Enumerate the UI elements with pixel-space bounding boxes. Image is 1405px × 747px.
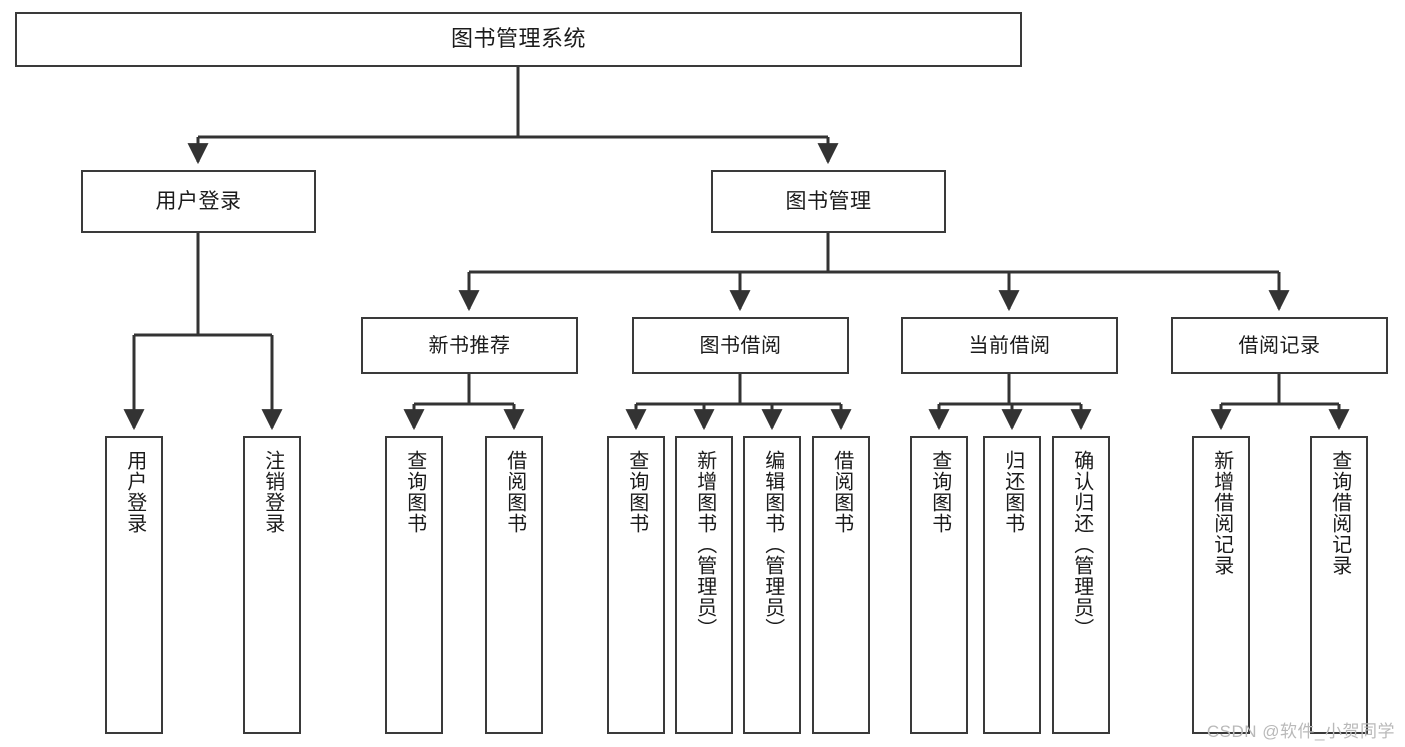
watermark-text: CSDN @软件_小贺同学 xyxy=(1206,722,1395,741)
node-label: 查询借阅记录 xyxy=(1328,450,1351,576)
node-new-book-recommendation[interactable]: 新书推荐 xyxy=(361,317,578,374)
node-label: 用户登录 xyxy=(123,450,146,534)
node-label: 查询图书 xyxy=(403,450,426,534)
node-label: 确认归还（管理员） xyxy=(1070,450,1093,639)
node-label: 注销登录 xyxy=(261,450,284,534)
leaf-edit-book-admin[interactable]: 编辑图书（管理员） xyxy=(743,436,801,734)
node-current-borrowing[interactable]: 当前借阅 xyxy=(901,317,1118,374)
node-label: 新增图书（管理员） xyxy=(693,450,716,639)
node-label: 查询图书 xyxy=(928,450,951,534)
node-label: 新增借阅记录 xyxy=(1210,450,1233,576)
leaf-add-borrow-record[interactable]: 新增借阅记录 xyxy=(1192,436,1250,734)
node-label: 借阅图书 xyxy=(503,450,526,534)
leaf-query-book-current[interactable]: 查询图书 xyxy=(910,436,968,734)
node-label: 用户登录 xyxy=(155,189,242,213)
node-root-system[interactable]: 图书管理系统 xyxy=(15,12,1022,67)
leaf-user-login[interactable]: 用户登录 xyxy=(105,436,163,734)
node-label: 借阅记录 xyxy=(1238,334,1321,357)
node-borrowing-records[interactable]: 借阅记录 xyxy=(1171,317,1388,374)
node-label: 归还图书 xyxy=(1001,450,1024,534)
leaf-return-book[interactable]: 归还图书 xyxy=(983,436,1041,734)
node-label: 查询图书 xyxy=(625,450,648,534)
leaf-add-book-admin[interactable]: 新增图书（管理员） xyxy=(675,436,733,734)
node-book-borrowing[interactable]: 图书借阅 xyxy=(632,317,849,374)
leaf-borrow-book[interactable]: 借阅图书 xyxy=(812,436,870,734)
node-label: 新书推荐 xyxy=(428,334,511,357)
leaf-user-logout[interactable]: 注销登录 xyxy=(243,436,301,734)
node-label: 图书借阅 xyxy=(699,334,782,357)
node-book-management[interactable]: 图书管理 xyxy=(711,170,946,233)
leaf-query-borrow-record[interactable]: 查询借阅记录 xyxy=(1310,436,1368,734)
node-label: 编辑图书（管理员） xyxy=(761,450,784,639)
node-label: 当前借阅 xyxy=(968,334,1051,357)
node-user-login[interactable]: 用户登录 xyxy=(81,170,316,233)
node-label: 借阅图书 xyxy=(830,450,853,534)
leaf-query-book-recommend[interactable]: 查询图书 xyxy=(385,436,443,734)
node-label: 图书管理系统 xyxy=(450,26,586,52)
node-label: 图书管理 xyxy=(785,189,872,213)
leaf-confirm-return-admin[interactable]: 确认归还（管理员） xyxy=(1052,436,1110,734)
leaf-borrow-book-recommend[interactable]: 借阅图书 xyxy=(485,436,543,734)
leaf-query-book-borrowing[interactable]: 查询图书 xyxy=(607,436,665,734)
